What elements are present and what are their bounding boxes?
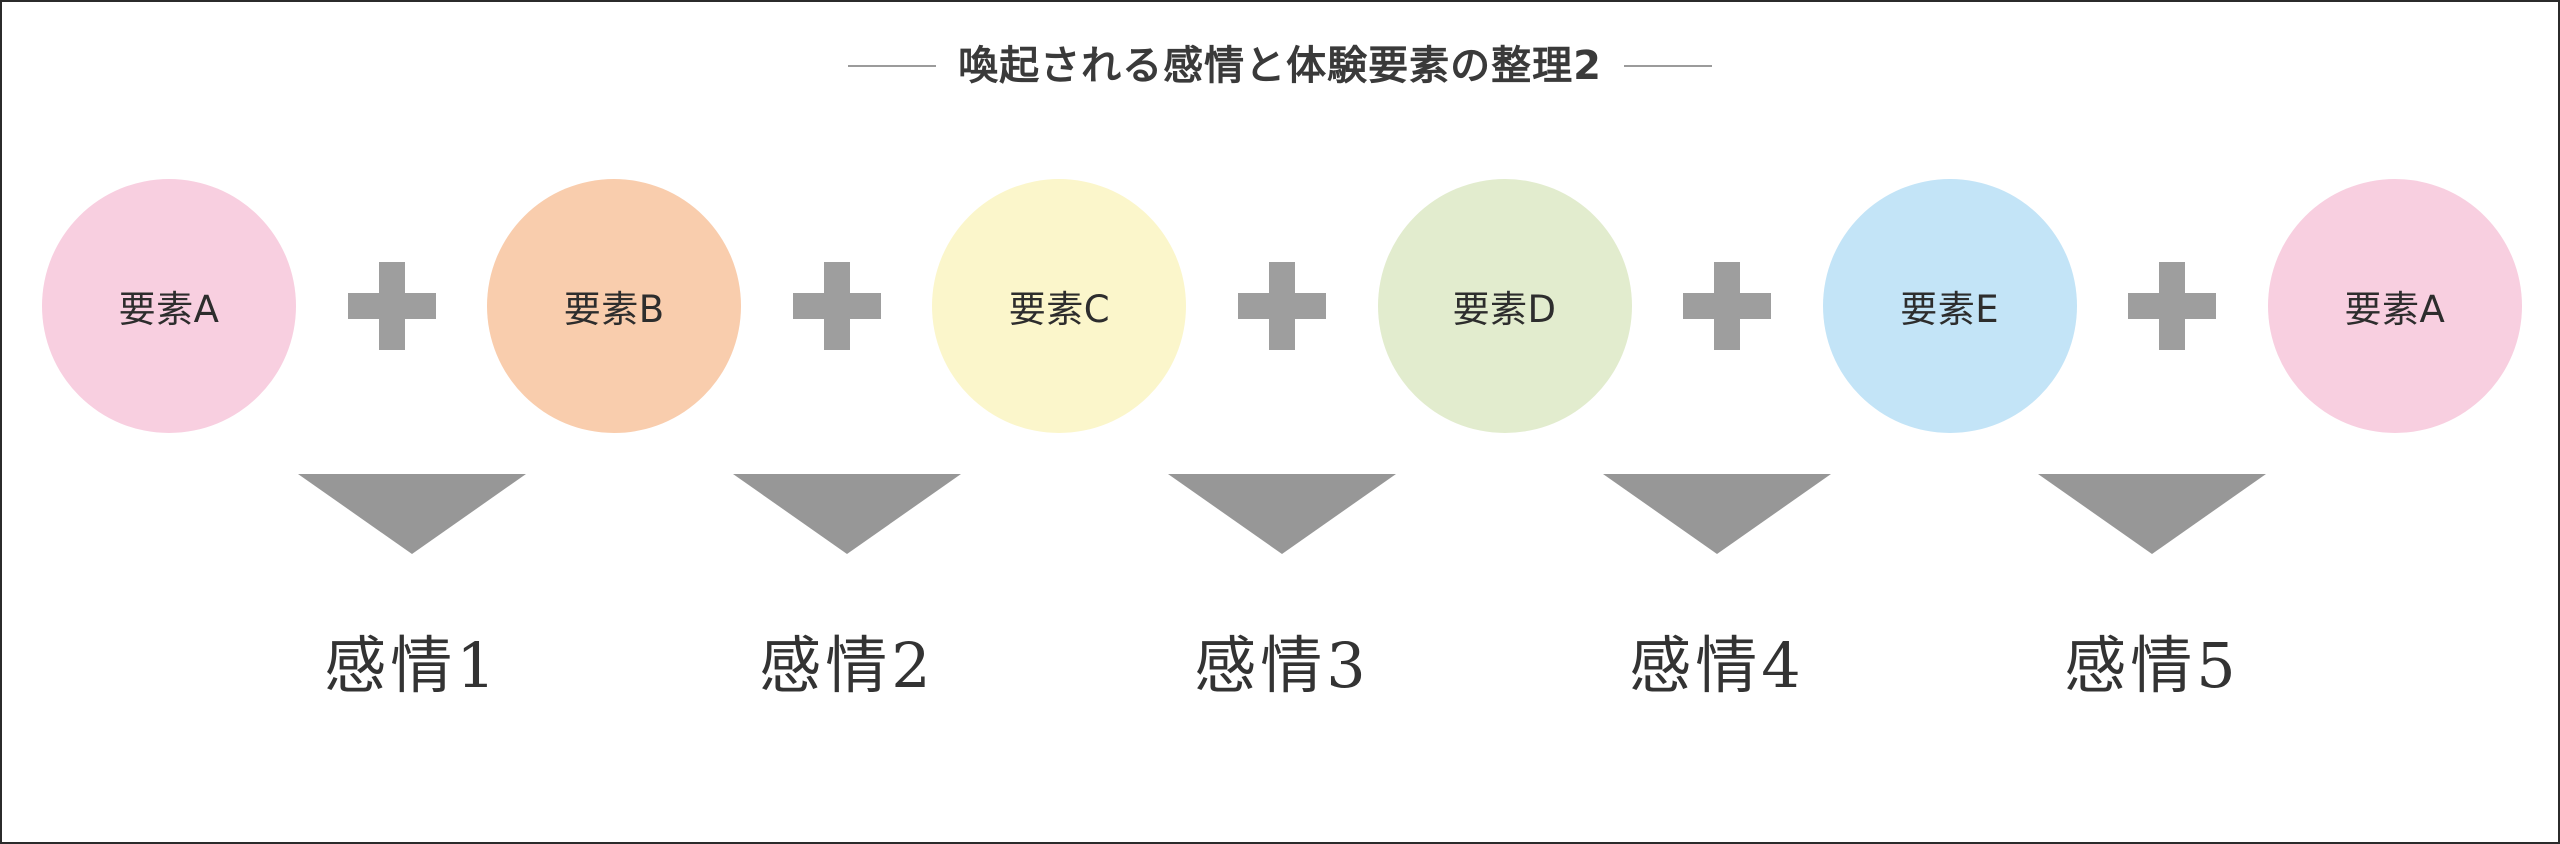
element-node-4[interactable]: 要素D	[1377, 179, 1632, 433]
arrow-row	[42, 474, 2522, 556]
emotion-label-row: 感情1 感情2 感情3 感情4 感情5	[42, 629, 2522, 742]
element-node-2[interactable]: 要素B	[487, 179, 742, 433]
element-node-label: 要素E	[1900, 288, 2000, 331]
plus-icon-1	[347, 262, 436, 350]
emotion-label-1: 感情1	[324, 629, 500, 702]
triangle-down-icon-5	[2038, 474, 2266, 554]
triangle-down-icon-1	[298, 474, 526, 554]
emotion-label-4: 感情4	[1629, 629, 1805, 702]
element-node-3[interactable]: 要素C	[932, 179, 1187, 433]
plus-icon-2	[792, 262, 881, 350]
element-node-label: 要素D	[1452, 288, 1557, 331]
plus-icon-5	[2128, 262, 2217, 350]
triangle-down-icon-2	[733, 474, 961, 554]
triangle-down-icon-3	[1168, 474, 1396, 554]
triangle-down-icon-4	[1603, 474, 1831, 554]
page-title: 喚起される感情と体験要素の整理2	[958, 43, 1602, 89]
emotion-label-5: 感情5	[2064, 629, 2240, 702]
element-node-label: 要素A	[118, 288, 220, 331]
element-chain: 要素A 要素B 要素C 要素D 要素E 要素A	[42, 178, 2522, 434]
title-rule-left	[848, 65, 937, 67]
diagram-title-row: 喚起される感情と体験要素の整理2	[2, 46, 2558, 86]
element-node-6[interactable]: 要素A	[2267, 179, 2522, 433]
element-node-1[interactable]: 要素A	[42, 179, 296, 433]
emotion-label-3: 感情3	[1194, 629, 1370, 702]
emotion-label-2: 感情2	[759, 629, 935, 702]
element-node-5[interactable]: 要素E	[1822, 179, 2077, 433]
element-node-label: 要素B	[563, 288, 665, 331]
title-rule-right	[1623, 65, 1712, 67]
element-node-label: 要素C	[1008, 288, 1111, 331]
plus-icon-3	[1237, 262, 1326, 350]
element-node-label: 要素A	[2344, 288, 2446, 331]
plus-icon-4	[1683, 262, 1772, 350]
